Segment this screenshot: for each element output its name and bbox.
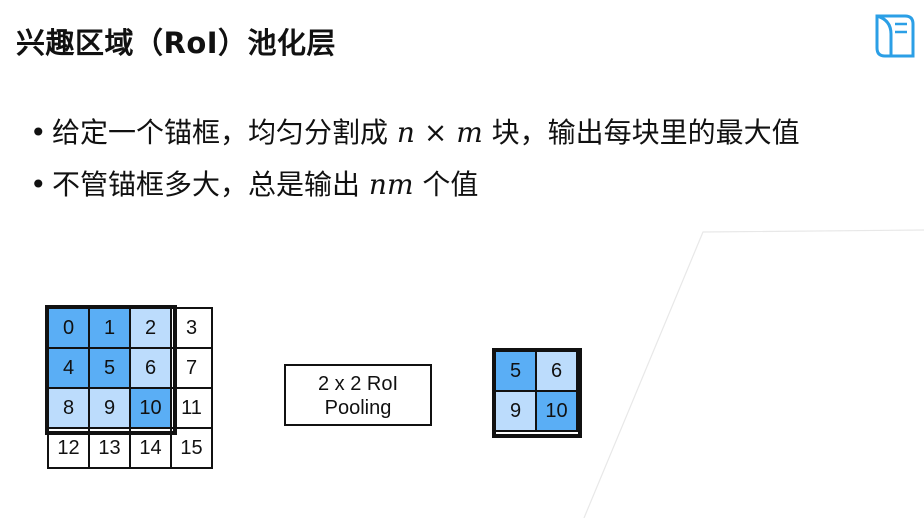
bullet-item: •给定一个锚框，均匀分割成 n × m 块，输出每块里的最大值 — [30, 110, 870, 156]
grid-row: 8 9 10 11 — [47, 387, 213, 429]
bullet-dot: • — [30, 116, 47, 149]
pooling-label-line2: Pooling — [324, 397, 392, 419]
bullet-item: •不管锚框多大，总是输出 nm 个值 — [30, 162, 870, 208]
grid-cell: 5 — [88, 347, 131, 389]
output-pooled-grid: 5 6 9 10 — [494, 350, 578, 432]
grid-cell: 4 — [47, 347, 90, 389]
math-nm: nm — [368, 168, 414, 201]
pooling-label-line1: 2 x 2 RoI — [317, 373, 399, 395]
grid-cell: 12 — [47, 427, 90, 469]
bullet-text: 块，输出每块里的最大值 — [482, 116, 800, 149]
grid-cell: 8 — [47, 387, 90, 429]
grid-cell: 6 — [129, 347, 172, 389]
book-logo-icon — [875, 14, 915, 58]
grid-cell: 3 — [170, 307, 213, 349]
grid-cell: 10 — [535, 390, 578, 432]
input-feature-grid: 0 1 2 3 4 5 6 7 8 9 10 11 12 13 14 15 — [47, 307, 213, 469]
grid-cell: 2 — [129, 307, 172, 349]
grid-cell: 13 — [88, 427, 131, 469]
grid-cell: 7 — [170, 347, 213, 389]
bullet-list: •给定一个锚框，均匀分割成 n × m 块，输出每块里的最大值 •不管锚框多大，… — [30, 110, 870, 214]
grid-cell: 11 — [170, 387, 213, 429]
grid-cell: 5 — [494, 350, 537, 392]
grid-cell: 9 — [88, 387, 131, 429]
math-m: m — [456, 116, 483, 149]
grid-cell: 10 — [129, 387, 172, 429]
bullet-text: 个值 — [413, 168, 479, 201]
grid-row: 12 13 14 15 — [47, 427, 213, 469]
grid-cell: 9 — [494, 390, 537, 432]
grid-row: 5 6 — [494, 350, 578, 392]
grid-row: 4 5 6 7 — [47, 347, 213, 389]
page-title: 兴趣区域（RoI）池化层 — [16, 26, 337, 60]
grid-cell: 14 — [129, 427, 172, 469]
bullet-dot: • — [30, 168, 47, 201]
grid-cell: 1 — [88, 307, 131, 349]
grid-cell: 6 — [535, 350, 578, 392]
math-n: n — [396, 116, 415, 149]
grid-row: 0 1 2 3 — [47, 307, 213, 349]
grid-row: 9 10 — [494, 390, 578, 432]
bullet-text: 给定一个锚框，均匀分割成 — [52, 116, 397, 149]
grid-cell: 0 — [47, 307, 90, 349]
roi-pooling-box: 2 x 2 RoI Pooling — [284, 364, 432, 426]
grid-cell: 15 — [170, 427, 213, 469]
bullet-text: 不管锚框多大，总是输出 — [52, 168, 369, 201]
math-times: × — [414, 116, 457, 149]
